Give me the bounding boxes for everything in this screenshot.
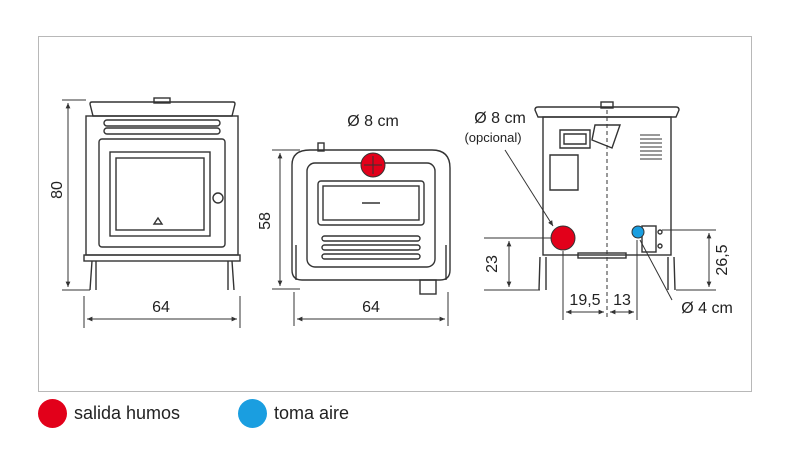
front-dimensions — [62, 99, 241, 328]
side-deflector — [591, 124, 621, 149]
side-floor-rail — [577, 252, 627, 259]
front-legs — [89, 260, 235, 291]
front-base-plate — [83, 254, 241, 262]
side-smoke-outlet-marker — [550, 225, 576, 251]
side-view — [534, 101, 680, 318]
side-panel-b — [549, 154, 579, 191]
side-flue-stub — [600, 101, 614, 109]
top-vent-bar — [321, 244, 421, 251]
side-panel-a — [559, 129, 591, 149]
top-width-label: 64 — [362, 299, 380, 316]
top-recess-inner — [322, 185, 420, 221]
side-offset-b-label: 13 — [613, 292, 631, 309]
front-door-handle — [212, 192, 224, 204]
legend-item-smoke-outlet: salida humos — [38, 398, 180, 428]
top-recess — [317, 180, 425, 226]
front-top-plate — [89, 101, 236, 117]
side-screw — [657, 243, 663, 249]
top-foot — [419, 279, 437, 295]
front-view — [83, 97, 241, 291]
side-vent-lines — [640, 134, 662, 160]
top-depth-label: 58 — [257, 212, 274, 230]
top-diameter-label: Ø 8 cm — [347, 113, 399, 130]
side-legs — [538, 256, 676, 291]
top-view — [291, 142, 451, 295]
side-air-intake-marker — [631, 225, 645, 239]
red-dot-icon — [38, 398, 67, 428]
side-dimensions — [484, 229, 716, 320]
front-height-label: 80 — [49, 181, 66, 199]
front-grille-bar — [103, 127, 221, 135]
front-door — [98, 138, 226, 248]
top-flue-tab — [317, 142, 325, 152]
top-dimensions — [272, 149, 449, 326]
top-vent-bar — [321, 253, 421, 260]
front-logo-icon — [152, 216, 164, 225]
top-side-rails — [295, 245, 447, 280]
front-width-label: 64 — [152, 299, 170, 316]
side-outlet-note: (opcional) — [464, 130, 521, 145]
front-top-knob — [153, 97, 171, 104]
diagram-frame — [38, 36, 752, 392]
legend-label: salida humos — [74, 402, 181, 423]
front-body — [85, 115, 239, 256]
side-leaders — [504, 149, 673, 301]
top-outlet-crosshair — [364, 156, 382, 174]
front-glass — [109, 151, 211, 237]
blue-dot-icon — [238, 398, 267, 428]
side-intake-box — [641, 225, 657, 253]
side-outlet-height-label: 23 — [484, 255, 501, 273]
legend-item-air-intake: toma aire — [238, 398, 349, 428]
side-outlet-diameter-label: Ø 8 cm — [474, 110, 526, 127]
side-screw — [657, 229, 663, 235]
top-inner-panel — [306, 162, 436, 268]
side-top-plate — [534, 106, 680, 118]
side-intake-diameter-label: Ø 4 cm — [681, 300, 733, 317]
side-offset-a-label: 19,5 — [569, 292, 600, 309]
top-vent-bar — [321, 235, 421, 242]
side-intake-height-label: 26,5 — [714, 244, 731, 275]
front-glass-inner — [115, 157, 205, 231]
side-panel-a-inner — [563, 133, 587, 145]
front-grille-bar — [103, 119, 221, 127]
legend-label: toma aire — [274, 402, 350, 423]
